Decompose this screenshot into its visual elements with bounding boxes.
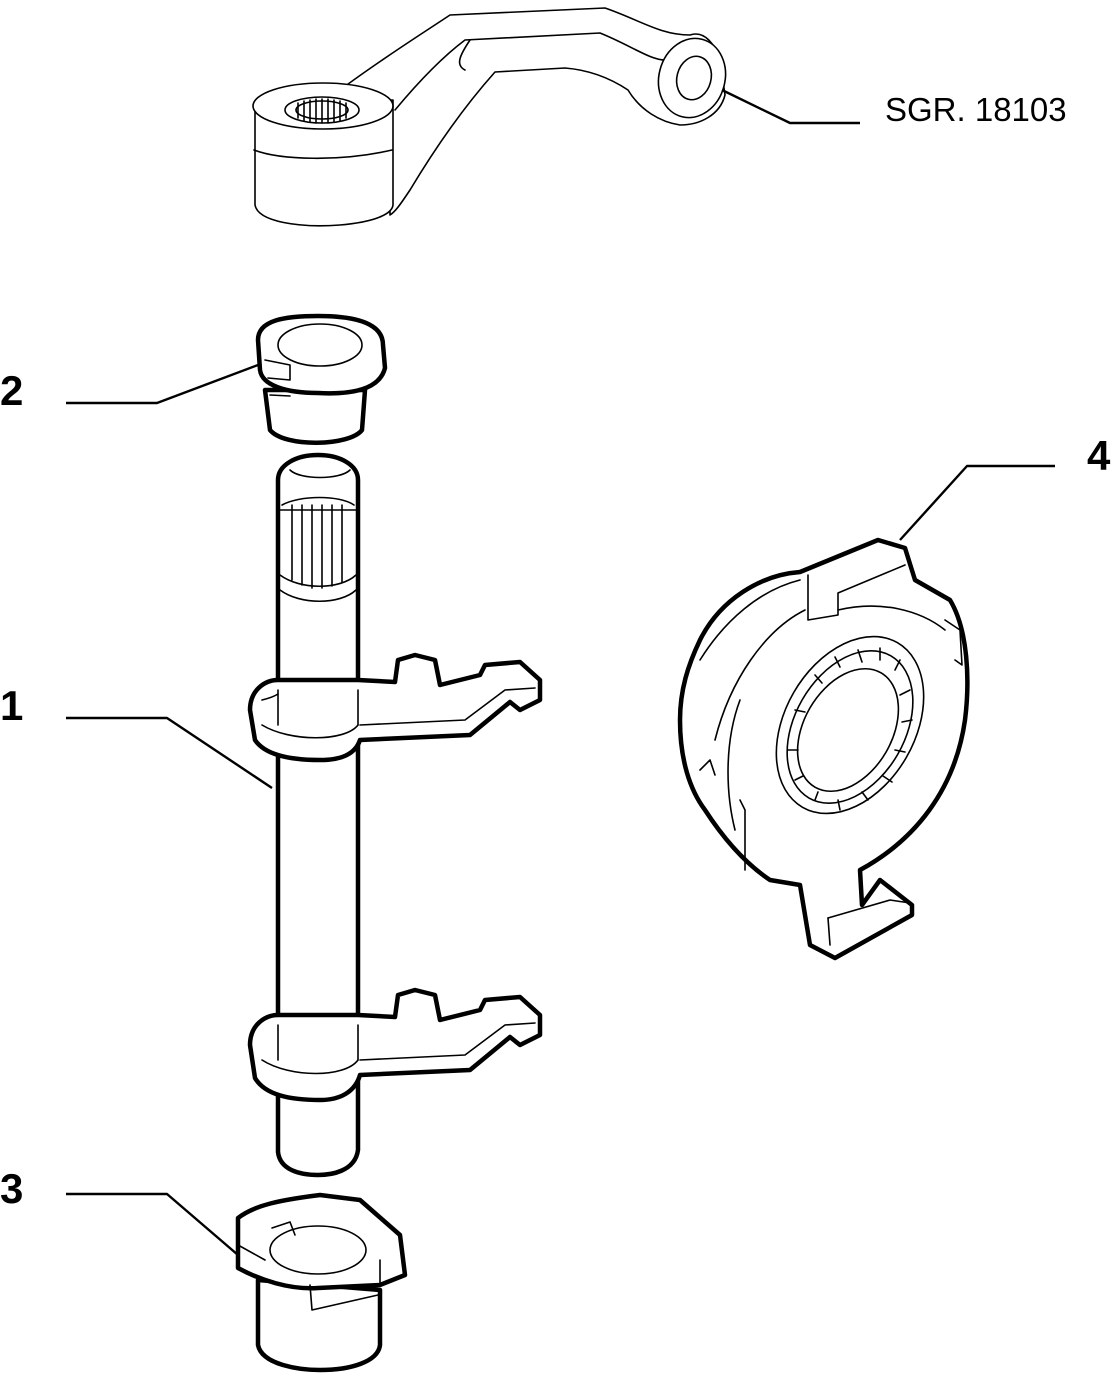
callout-label-2: 2 [0,367,23,414]
part-4-bearing-drawing [677,464,1055,961]
callout-label-4: 4 [1087,432,1111,479]
callout-label-1: 1 [0,682,23,729]
part-2-bush-drawing [66,313,388,445]
selector-lever-drawing [252,7,860,227]
callout-label-3: 3 [0,1165,23,1212]
part-1-selector-rod-drawing [66,452,543,1178]
reference-code: SGR. 18103 [885,91,1067,128]
part-3-lower-bush-drawing [66,1192,408,1373]
